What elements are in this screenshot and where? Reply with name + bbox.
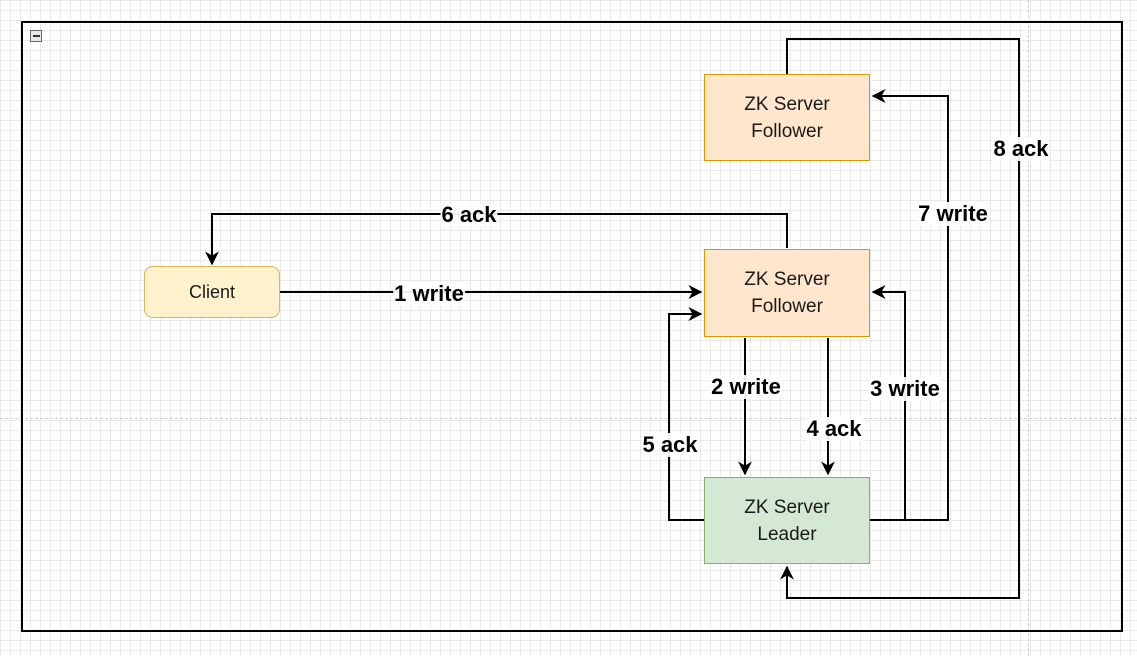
edge-label-6-ack: 6 ack (440, 202, 498, 227)
edge-6-ack[interactable] (205, 213, 788, 266)
edge-label-2-write: 2 write (710, 374, 782, 399)
edge-label-7-write: 7 write (917, 201, 989, 226)
edge-7-write[interactable] (870, 89, 949, 521)
edge-label-1-write: 1 write (393, 281, 465, 306)
container-group[interactable] (21, 21, 1123, 632)
edge-label-3-write: 3 write (869, 376, 941, 401)
edge-8-ack[interactable] (780, 38, 1020, 599)
page-guide-vertical (1028, 0, 1029, 656)
node-follower-top[interactable]: ZK Server Follower (704, 74, 870, 161)
edge-label-8-ack: 8 ack (992, 136, 1050, 161)
edge-label-5-ack: 5 ack (641, 432, 699, 457)
collapse-minus-icon[interactable] (30, 30, 42, 42)
edge-3-write[interactable] (870, 285, 906, 521)
node-follower-mid[interactable]: ZK Server Follower (704, 249, 870, 337)
page-guide-horizontal (0, 418, 1137, 419)
node-client[interactable]: Client (144, 266, 280, 318)
node-leader[interactable]: ZK Server Leader (704, 477, 870, 564)
edge-label-4-ack: 4 ack (805, 416, 863, 441)
edge-5-ack[interactable] (668, 307, 704, 521)
